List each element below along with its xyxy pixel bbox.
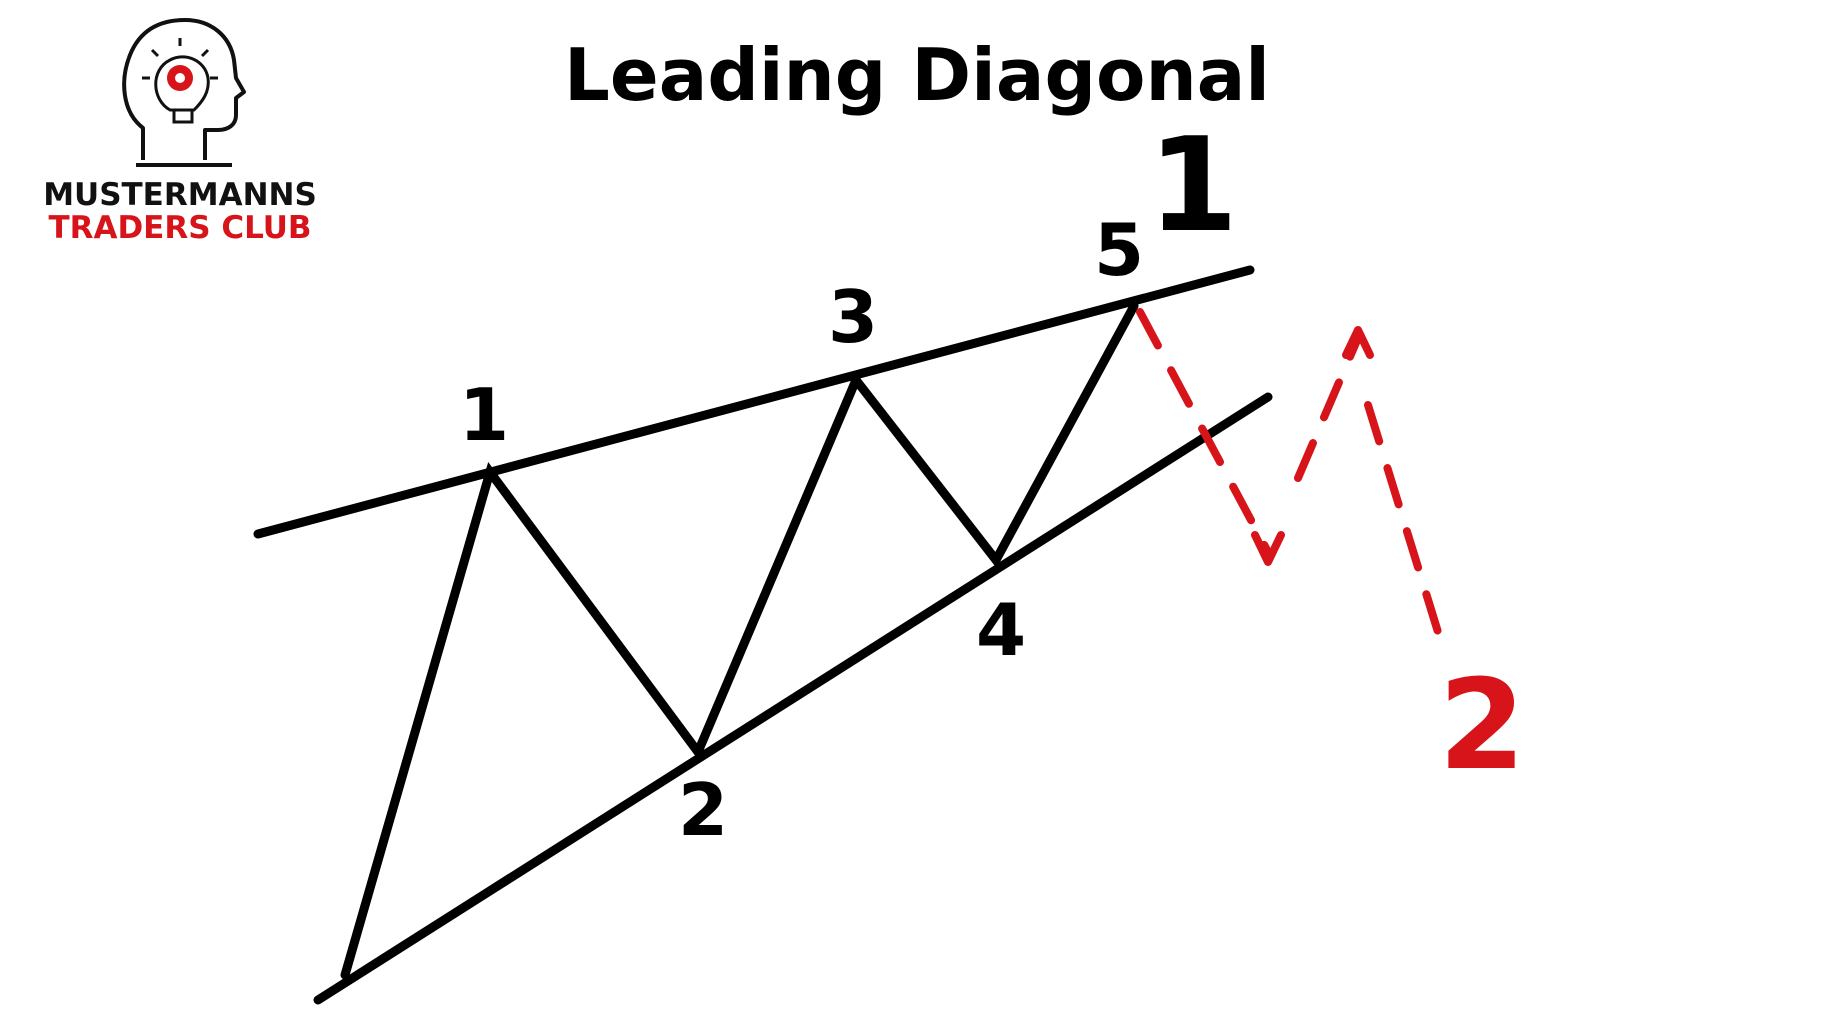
correction-leg-c (1364, 401, 1442, 636)
head-lightbulb-gear-icon (122, 18, 246, 167)
arrow-head-up-icon (1342, 326, 1374, 359)
degree-label-2: 2 (1439, 653, 1526, 798)
arrow-head-down-icon (1251, 531, 1285, 566)
degree-label-1: 1 (1148, 109, 1238, 261)
lower-trendline (313, 392, 1273, 1005)
corrective-wave-2 (1136, 308, 1442, 636)
wave-label-2: 2 (678, 768, 728, 852)
wave-label-5: 5 (1094, 208, 1144, 292)
page-title: Leading Diagonal (564, 33, 1270, 117)
logo-line-1: MUSTERMANNS (43, 177, 317, 213)
wave-label-3: 3 (828, 275, 878, 359)
logo-line-2: TRADERS CLUB (48, 210, 311, 246)
logo: MUSTERMANNS TRADERS CLUB (43, 18, 317, 246)
wave-path (340, 301, 1139, 980)
wave-label-4: 4 (976, 588, 1026, 672)
correction-leg-a (1136, 308, 1272, 556)
upper-trendline (253, 265, 1255, 539)
correction-leg-b (1294, 334, 1362, 482)
wave-label-1: 1 (459, 373, 509, 457)
